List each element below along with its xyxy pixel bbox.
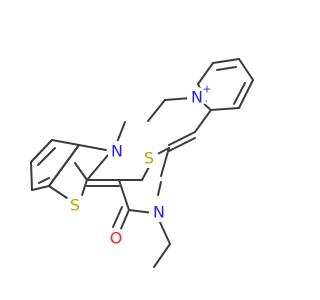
atom-n-pyridinium: N — [191, 88, 203, 107]
n-ethyl-thiazolidine — [153, 219, 171, 268]
carbonyl — [112, 206, 130, 232]
bond — [37, 147, 56, 166]
bond — [164, 97, 192, 101]
bond — [119, 209, 130, 232]
molecule-structure: N + N S S N O — [30, 58, 254, 268]
bond — [78, 144, 107, 151]
bond — [233, 82, 246, 105]
bond — [48, 144, 80, 187]
bond — [112, 206, 123, 228]
bond — [86, 154, 109, 181]
bond — [147, 99, 166, 122]
bond — [81, 179, 88, 196]
bond — [128, 209, 154, 214]
bond — [38, 177, 50, 184]
methine-bridge — [168, 109, 212, 152]
bond — [48, 185, 68, 199]
bond — [157, 181, 162, 196]
thiazolidinone-ring — [118, 147, 170, 214]
atom-n-benzothiazole: N — [111, 142, 123, 161]
thiazoline-ring — [48, 144, 109, 199]
bond — [210, 107, 240, 111]
bond — [31, 185, 50, 191]
charge-plus: + — [202, 83, 211, 96]
atom-s-thiazolidine: S — [144, 149, 154, 168]
bond — [203, 103, 212, 111]
bond — [30, 139, 53, 163]
atom-o-carbonyl: O — [110, 229, 123, 248]
bond — [118, 179, 130, 211]
atom-s-benzothiazole: S — [70, 196, 80, 215]
bond — [153, 243, 171, 268]
bond — [158, 219, 171, 245]
bond — [51, 139, 80, 146]
bond — [197, 62, 214, 85]
bond — [238, 58, 254, 81]
n-ethyl-pyridinium — [147, 97, 192, 122]
bond — [194, 109, 212, 133]
bond — [30, 161, 33, 191]
bond — [216, 66, 237, 71]
bond — [74, 162, 88, 181]
bond — [168, 131, 196, 146]
bond — [160, 147, 170, 177]
bond — [168, 137, 196, 152]
bond — [238, 79, 254, 109]
atom-labels: N + N S S N O — [65, 83, 212, 248]
bond — [212, 58, 240, 64]
benzene-ring — [30, 139, 80, 191]
exocyclic-double-bond — [86, 179, 120, 187]
atom-n-thiazolidine: N — [153, 203, 165, 222]
